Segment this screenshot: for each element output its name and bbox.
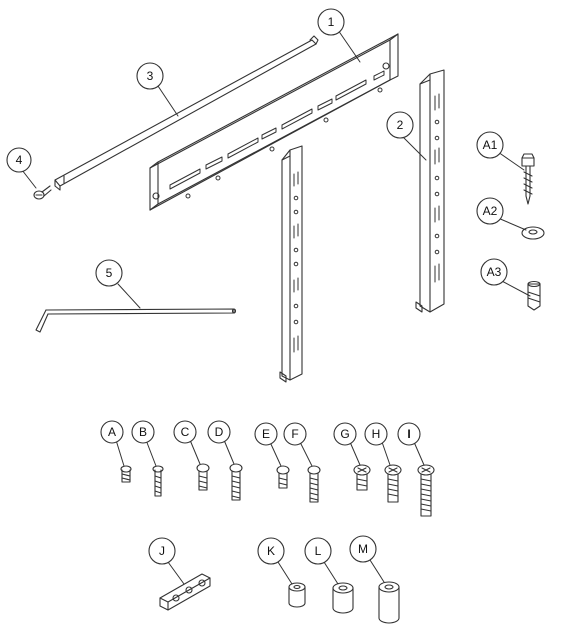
part-A1-lag-bolt (521, 153, 535, 205)
callout-circle (480, 258, 508, 286)
callout-j: J (148, 537, 176, 565)
screw-E (276, 465, 290, 489)
callout-circle (257, 537, 285, 565)
callout-circle (304, 537, 332, 565)
callout-circle (95, 259, 123, 287)
callout-label: D (215, 425, 224, 439)
callout-label: J (159, 544, 165, 558)
callout-label: M (358, 542, 368, 556)
callout-label: 2 (397, 118, 404, 132)
callout-1: 1 (317, 8, 345, 36)
callout-label: 3 (147, 69, 154, 83)
callout-label: C (181, 425, 190, 439)
callout-circle (173, 420, 197, 444)
screw-A (120, 465, 132, 483)
callout-label: L (315, 544, 322, 558)
callout-m: M (349, 535, 377, 563)
callout-label: A (108, 425, 116, 439)
callout-label: B (139, 425, 147, 439)
screw-D (229, 463, 243, 501)
callout-b: B (131, 420, 155, 444)
callout-circle (100, 420, 124, 444)
callout-circle (6, 147, 32, 173)
callout-circle (207, 420, 231, 444)
part-J-plate (159, 573, 211, 611)
part-1-rail (149, 33, 399, 211)
callout-circle (131, 420, 155, 444)
callout-5: 5 (95, 259, 123, 287)
screw-I (417, 464, 435, 517)
callout-label: F (291, 427, 298, 441)
callout-circle (397, 422, 421, 446)
callout-label: A3 (487, 265, 502, 279)
part-A3-anchor (527, 280, 541, 311)
callout-label: I (407, 427, 410, 441)
callout-label: E (262, 427, 270, 441)
part-2-arm-right (415, 69, 445, 313)
part-arm-left (279, 145, 303, 383)
callout-circle (148, 537, 176, 565)
callout-label: A2 (483, 204, 498, 218)
callout-circle (333, 422, 357, 446)
callout-d: D (207, 420, 231, 444)
callout-circle (476, 131, 504, 159)
callout-circle (476, 197, 504, 225)
callout-g: G (333, 422, 357, 446)
part-5-hex-key (35, 308, 237, 333)
spacer-K (288, 582, 306, 608)
callout-label: 4 (16, 153, 23, 167)
callout-label: 1 (328, 15, 335, 29)
callout-circle (349, 535, 377, 563)
callout-label: K (267, 544, 275, 558)
callout-circle (254, 422, 278, 446)
callout-circle (283, 422, 307, 446)
callout-label: H (372, 427, 381, 441)
leader-lines (21, 29, 531, 585)
callout-circle (386, 111, 414, 139)
callout-circle (136, 62, 164, 90)
callout-4: 4 (6, 147, 32, 173)
part-3-rod (54, 35, 319, 191)
screw-G (353, 464, 371, 491)
screw-C (196, 463, 210, 491)
spacer-M (378, 581, 400, 624)
callout-label: 5 (106, 266, 113, 280)
spacer-L (332, 582, 354, 614)
callout-a2: A2 (476, 197, 504, 225)
callout-h: H (364, 422, 388, 446)
callout-a1: A1 (476, 131, 504, 159)
callout-label: G (340, 427, 349, 441)
callout-label: A1 (483, 138, 498, 152)
callout-3: 3 (136, 62, 164, 90)
callout-k: K (257, 537, 285, 565)
screw-F (307, 465, 321, 503)
callout-a: A (100, 420, 124, 444)
callout-circle (364, 422, 388, 446)
callout-i: I (397, 422, 421, 446)
callout-circle (317, 8, 345, 36)
part-4-screw (33, 185, 52, 200)
callout-l: L (304, 537, 332, 565)
callout-2: 2 (386, 111, 414, 139)
callout-e: E (254, 422, 278, 446)
callout-f: F (283, 422, 307, 446)
callout-a3: A3 (480, 258, 508, 286)
part-A2-washer (521, 226, 545, 240)
screw-B (152, 465, 164, 497)
callout-c: C (173, 420, 197, 444)
screw-H (384, 464, 402, 503)
